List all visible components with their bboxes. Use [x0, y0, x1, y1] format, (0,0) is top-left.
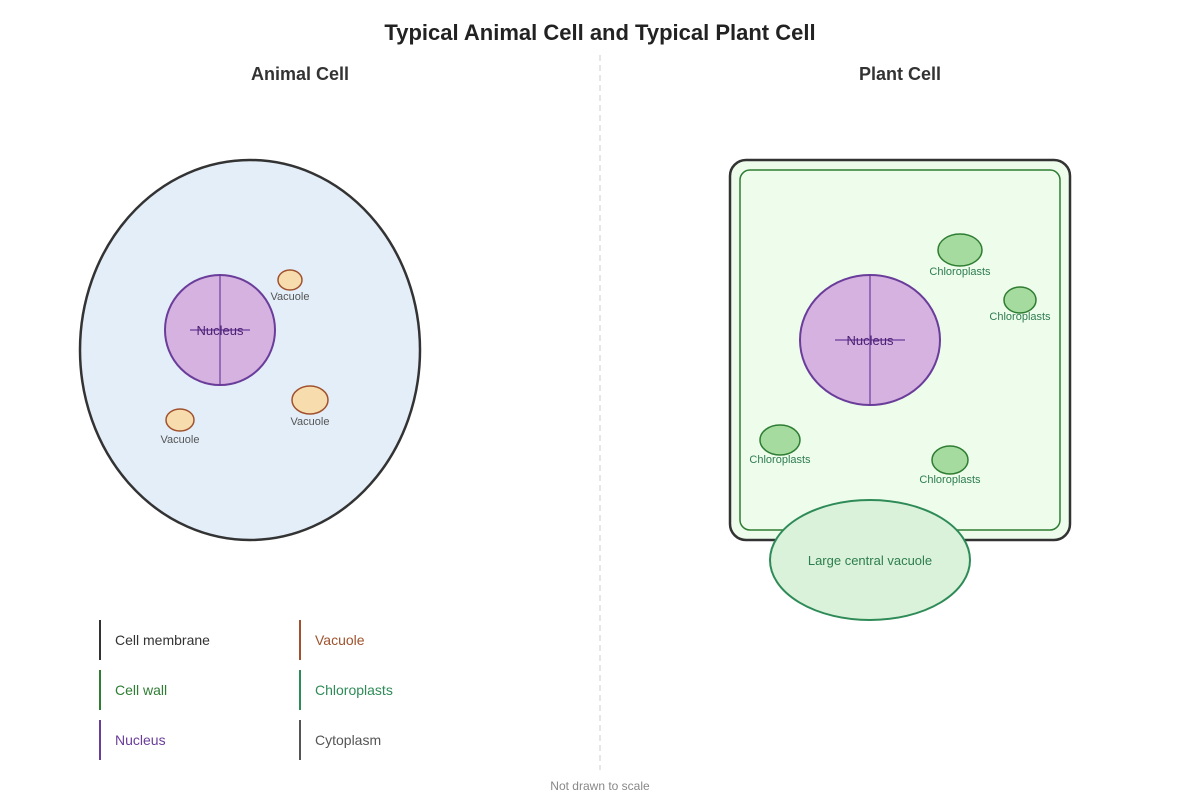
plant-nucleus-label: Nucleus: [847, 333, 894, 348]
chloroplast-2-shape: [1003, 286, 1037, 314]
animal-vacuole-1-label: Vacuole: [271, 291, 310, 303]
legend-item-cytoplasm: Cytoplasm: [299, 720, 381, 760]
plant-cell: Nucleus Chloroplasts Chloroplasts Chloro…: [728, 158, 1072, 621]
chloroplast-3-label: Chloroplasts: [749, 454, 811, 466]
legend-label: Nucleus: [115, 732, 166, 748]
legend-item-nucleus: Nucleus: [99, 720, 166, 760]
legend-label: Cytoplasm: [315, 732, 381, 748]
animal-vacuole-3: Vacuole: [161, 408, 200, 446]
legend-label: Cell membrane: [115, 632, 210, 648]
chloroplast-2-label: Chloroplasts: [989, 311, 1051, 323]
legend-item-cell-membrane: Cell membrane: [99, 620, 210, 660]
scale-footnote: Not drawn to scale: [550, 779, 650, 793]
chloroplast-3-shape: [759, 424, 801, 456]
central-vacuole: Large central vacuole: [769, 499, 971, 621]
plant-nucleus: Nucleus: [799, 274, 941, 406]
animal-vacuole-3-shape: [165, 408, 195, 432]
chloroplast-4: Chloroplasts: [919, 445, 981, 486]
legend-item-vacuole: Vacuole: [299, 620, 365, 660]
plant-cell-heading: Plant Cell: [859, 64, 941, 84]
central-vacuole-label: Large central vacuole: [808, 553, 932, 568]
chloroplast-4-shape: [931, 445, 969, 475]
chloroplast-1-label: Chloroplasts: [929, 266, 991, 278]
animal-vacuole-2: Vacuole: [291, 385, 330, 428]
legend-item-cell-wall: Cell wall: [99, 670, 167, 710]
animal-cell-heading: Animal Cell: [251, 64, 349, 84]
animal-vacuole-1: Vacuole: [271, 269, 310, 303]
animal-nucleus-label: Nucleus: [197, 323, 244, 338]
chloroplast-2: Chloroplasts: [989, 286, 1051, 323]
diagram-title: Typical Animal Cell and Typical Plant Ce…: [384, 20, 815, 45]
chloroplast-1-shape: [937, 233, 983, 267]
legend-label: Cell wall: [115, 682, 167, 698]
animal-vacuole-1-shape: [277, 269, 303, 291]
chloroplast-4-label: Chloroplasts: [919, 474, 981, 486]
animal-cell: Nucleus Vacuole Vacuole Vacuole: [78, 158, 422, 542]
central-vacuole-shape: [769, 499, 971, 621]
legend: Cell membrane Vacuole Cell wall Chloropl…: [99, 620, 393, 760]
legend-item-chloroplasts: Chloroplasts: [299, 670, 393, 710]
animal-vacuole-3-label: Vacuole: [161, 434, 200, 446]
animal-vacuole-2-label: Vacuole: [291, 416, 330, 428]
animal-nucleus: Nucleus: [164, 274, 276, 386]
legend-label: Chloroplasts: [315, 682, 393, 698]
chloroplast-1: Chloroplasts: [929, 233, 991, 278]
chloroplast-3: Chloroplasts: [749, 424, 811, 466]
animal-vacuole-2-shape: [291, 385, 329, 415]
legend-label: Vacuole: [315, 632, 365, 648]
